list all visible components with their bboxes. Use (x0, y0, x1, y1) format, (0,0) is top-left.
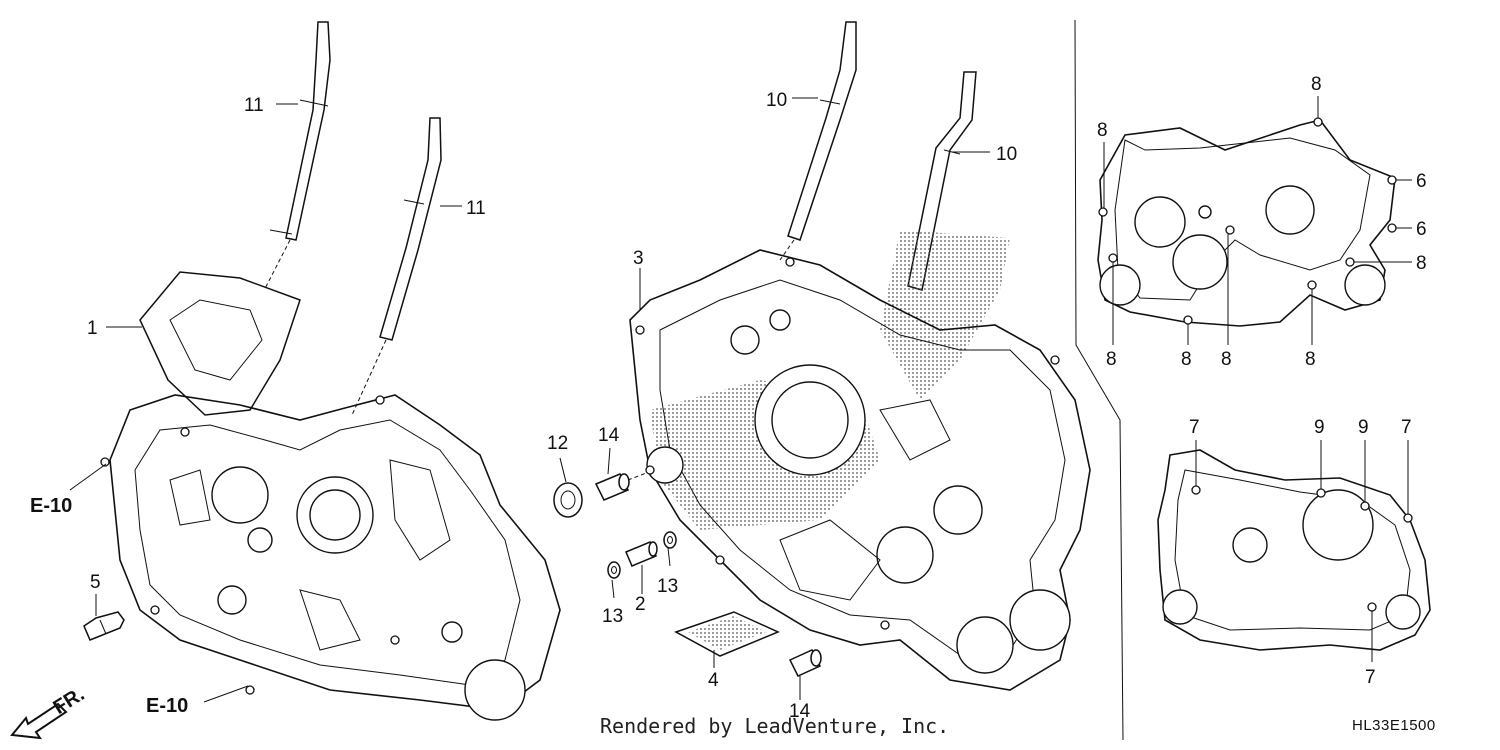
callout-8: 8 (1311, 74, 1322, 95)
callout-2: 2 (635, 594, 646, 615)
callout-6: 6 (1416, 219, 1427, 240)
main-leader-lines (69, 97, 990, 703)
callout-11: 11 (466, 198, 486, 219)
callout-13: 13 (657, 576, 678, 597)
render-credit: Rendered by LeadVenture, Inc. (600, 714, 949, 738)
lower-view-leaders (1195, 440, 1409, 662)
callout-7: 7 (1401, 417, 1412, 438)
callout-8: 8 (1106, 349, 1117, 370)
callout-8: 8 (1097, 120, 1108, 141)
callout-5: 5 (90, 572, 101, 593)
callout-1: 1 (87, 318, 98, 339)
oil-seal-12 (553, 482, 583, 518)
stud-bolt-10a (787, 21, 857, 241)
orifice-2 (625, 541, 658, 567)
callout-9: 9 (1358, 417, 1369, 438)
washer-13a (607, 561, 621, 579)
upper-view-leaders (1103, 96, 1412, 345)
callout-8: 8 (1181, 349, 1192, 370)
callout-9: 9 (1314, 417, 1325, 438)
callout-7: 7 (1189, 417, 1200, 438)
callout-10: 10 (996, 144, 1017, 165)
callout-3: 3 (633, 248, 644, 269)
bolt-location-view-upper (1097, 117, 1397, 327)
callout-7: 7 (1365, 667, 1376, 688)
callout-4: 4 (708, 670, 719, 691)
bolt-location-view-lower (1157, 449, 1431, 651)
callout-10: 10 (766, 90, 787, 111)
callout-8: 8 (1305, 349, 1316, 370)
drain-bolt-5 (83, 611, 125, 641)
left-crankcase-drawing (100, 21, 561, 721)
oil-strainer-4 (674, 611, 780, 657)
callout-e-10: E-10 (146, 695, 188, 717)
callout-6: 6 (1416, 171, 1427, 192)
callout-8: 8 (1221, 349, 1232, 370)
callout-12: 12 (547, 433, 568, 454)
view-separator-line (1074, 19, 1124, 741)
dowel-pin-14a (594, 473, 630, 501)
washer-13b (663, 531, 677, 549)
diagram-code: HL33E1500 (1352, 717, 1436, 734)
callout-e-10: E-10 (30, 495, 72, 517)
callout-14: 14 (789, 701, 811, 722)
right-crankcase-drawing (629, 21, 1091, 691)
stud-bolt-11a (269, 21, 331, 241)
callout-8: 8 (1416, 253, 1427, 274)
dowel-pin-14b (788, 649, 822, 677)
callout-13: 13 (602, 606, 623, 627)
stud-bolt-11b (379, 117, 442, 341)
callout-11: 11 (244, 95, 264, 116)
callout-14: 14 (598, 425, 620, 446)
front-direction-arrow (10, 702, 68, 740)
